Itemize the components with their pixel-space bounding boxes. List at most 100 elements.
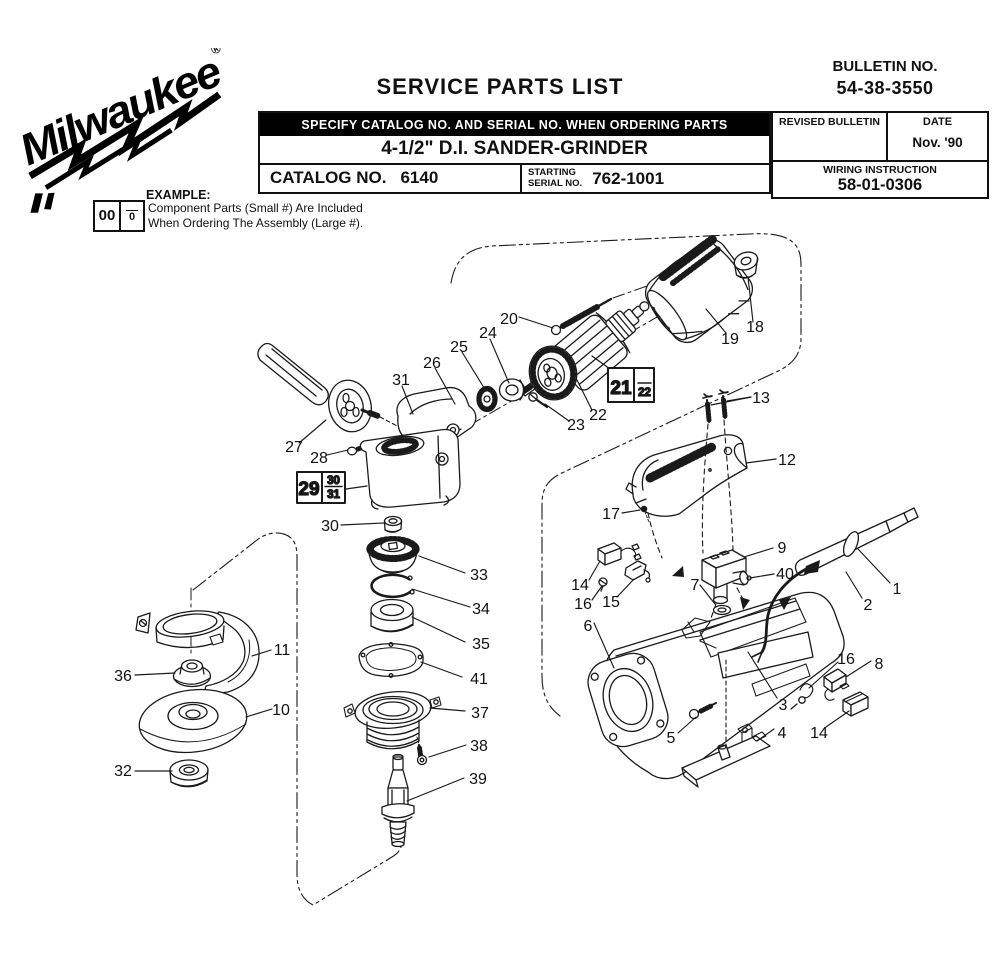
callout-27: 27 <box>285 439 303 456</box>
screw-17 <box>640 505 650 523</box>
svg-text:21: 21 <box>610 378 632 399</box>
armature-fan <box>528 345 578 401</box>
milwaukee-logo: Milwaukee ® <box>10 40 270 213</box>
specify-bar: SPECIFY CATALOG NO. AND SERIAL NO. WHEN … <box>260 113 769 136</box>
callout-40: 40 <box>776 566 794 583</box>
phantom-boundary-left <box>192 532 403 906</box>
field-assembly <box>644 234 754 344</box>
lightning-bolt-icon <box>28 91 222 179</box>
gasket-41 <box>358 642 424 678</box>
callout-36: 36 <box>114 668 132 685</box>
backing-pad-10 <box>138 688 248 754</box>
leader-lines <box>134 276 891 802</box>
bulletin-label: BULLETIN NO. <box>832 58 938 75</box>
callout-22: 22 <box>589 407 607 424</box>
starting-label-1: STARTING <box>528 167 576 179</box>
screw-23 <box>528 392 549 409</box>
callout-16: 16 <box>574 596 592 613</box>
logo-chevron <box>30 192 55 213</box>
starting-label-2: SERIAL NO. <box>528 177 583 189</box>
bearing-18 <box>733 251 759 279</box>
catalog-label: CATALOG NO. <box>270 168 387 187</box>
callout-5: 5 <box>667 730 676 747</box>
brush-holder-group-left <box>597 542 651 592</box>
screw-38 <box>416 736 428 766</box>
flange-36 <box>172 659 212 688</box>
date-value: Nov. '90 <box>912 135 963 150</box>
screw-5 <box>688 659 727 747</box>
callout-41: 41 <box>470 671 488 688</box>
handle-cover <box>625 434 748 517</box>
callout-30: 30 <box>321 518 339 535</box>
catalog-cell: CATALOG NO. 6140 <box>260 165 520 192</box>
callout-20: 20 <box>500 311 518 328</box>
bevel-gear-33 <box>366 536 420 574</box>
catalog-number: 6140 <box>400 168 439 187</box>
example-callout-box: 00 0 <box>93 200 145 232</box>
switch-button-40 <box>732 570 752 586</box>
svg-text:22: 22 <box>638 387 651 399</box>
phantom-boundary-right <box>450 233 802 717</box>
callout-box-gearcase: 29 30 31 <box>296 471 368 504</box>
gear-case <box>359 386 477 510</box>
bulletin-block: BULLETIN NO. 54-38-3550 <box>795 58 975 99</box>
flange-nut-32 <box>169 759 209 788</box>
callout-31: 31 <box>392 372 410 389</box>
callout-19: 19 <box>721 331 739 348</box>
wheel-guard <box>135 610 260 695</box>
callout-17: 17 <box>602 506 620 523</box>
date-cell: DATE Nov. '90 <box>888 113 987 160</box>
armature-assembly <box>520 301 650 401</box>
bearing-24 <box>498 378 526 402</box>
callout-7: 7 <box>691 577 700 594</box>
revision-table: REVISED BULLETIN DATE Nov. '90 WIRING IN… <box>771 111 989 199</box>
callout-26: 26 <box>423 355 441 372</box>
callout-24: 24 <box>479 325 497 342</box>
callout-39: 39 <box>469 771 487 788</box>
pinion-gear-25 <box>476 385 498 413</box>
wiring-cell: WIRING INSTRUCTION 58-01-0306 <box>773 162 987 197</box>
side-handle <box>257 342 427 442</box>
bushing-30 <box>383 515 403 533</box>
motor-housing <box>587 591 845 780</box>
lightning-bolt-icon-2 <box>44 128 173 190</box>
callout-8: 8 <box>875 656 884 673</box>
callout-37: 37 <box>471 705 489 722</box>
callout-1: 1 <box>893 581 902 598</box>
callout-13: 13 <box>752 390 770 407</box>
example-small-number: 0 <box>121 202 143 230</box>
wiring-label: WIRING INSTRUCTION <box>823 164 937 176</box>
page-title: SERVICE PARTS LIST <box>376 74 624 99</box>
brush-screw-20 <box>550 297 613 336</box>
callout-14: 14 <box>571 577 589 594</box>
callout-32: 32 <box>114 763 132 780</box>
svg-text:30: 30 <box>327 475 340 487</box>
retaining-ring-34 <box>370 573 415 599</box>
callout-16b: 16 <box>837 651 855 668</box>
callout-box-armature: 21 22 <box>591 355 655 403</box>
svg-text:31: 31 <box>327 489 340 501</box>
catalog-table: SPECIFY CATALOG NO. AND SERIAL NO. WHEN … <box>258 111 771 194</box>
example-large-number: 00 <box>95 202 121 230</box>
callout-25: 25 <box>450 339 468 356</box>
wiring-number: 58-01-0306 <box>837 176 923 194</box>
revised-bulletin-label: REVISED BULLETIN <box>773 113 888 160</box>
brush-plate-4 <box>681 723 771 788</box>
bearing-35 <box>370 598 414 633</box>
callout-33: 33 <box>470 567 488 584</box>
callout-34: 34 <box>472 601 490 618</box>
brush-holder-group-right <box>790 668 869 717</box>
example-description: Component Parts (Small #) Are Included W… <box>148 201 364 230</box>
callout-35: 35 <box>472 636 490 653</box>
callout-28: 28 <box>310 450 328 467</box>
callout-labels: 1 2 3 4 5 6 7 8 9 10 11 12 13 14 15 16 1… <box>114 311 901 788</box>
callout-9: 9 <box>778 540 787 557</box>
bulletin-number: 54-38-3550 <box>836 77 934 98</box>
callout-10: 10 <box>272 702 290 719</box>
o-ring-7 <box>712 604 732 616</box>
starting-serial-number: 762-1001 <box>592 168 665 188</box>
callout-38: 38 <box>470 738 488 755</box>
callout-6: 6 <box>584 618 593 635</box>
